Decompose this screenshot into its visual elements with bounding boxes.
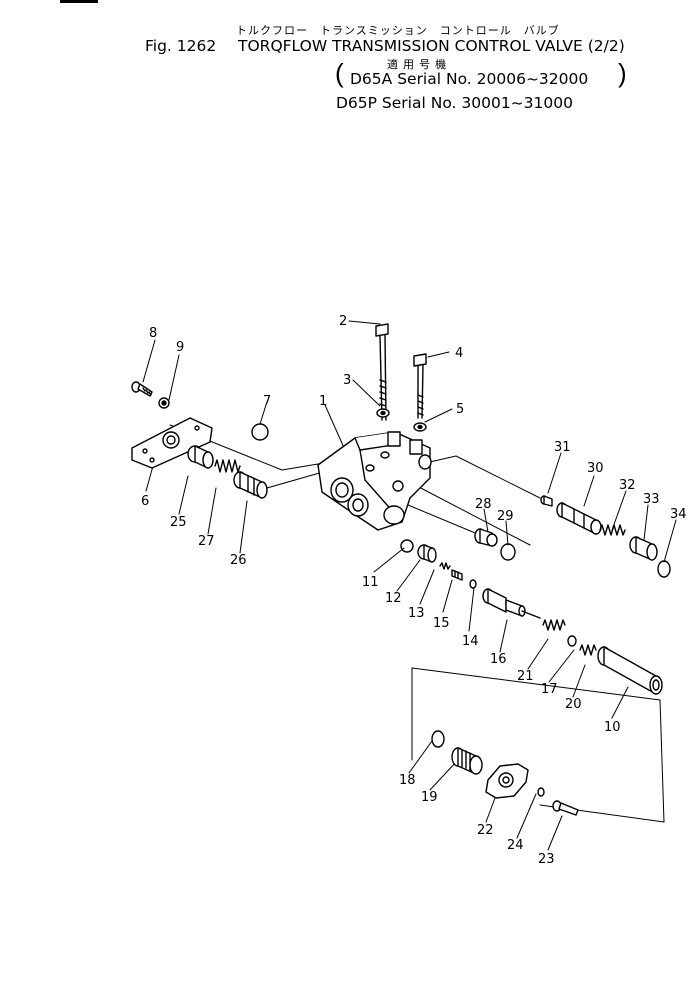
spool-30 [556, 502, 602, 535]
callout-5: 5 [456, 402, 464, 417]
washer-24 [537, 787, 545, 797]
callout-28: 28 [475, 497, 492, 512]
serial-bracket-left: ( [335, 58, 344, 88]
callout-12: 12 [385, 591, 402, 606]
o-ring-18 [431, 730, 445, 748]
seat-17 [567, 635, 577, 647]
callout-15: 15 [433, 616, 450, 631]
callout-26: 26 [230, 553, 247, 568]
callout-3: 3 [343, 373, 351, 388]
callout-10: 10 [604, 720, 621, 735]
callout-20: 20 [565, 697, 582, 712]
serial-line-d65a: D65A Serial No. 20006~32000 [350, 70, 589, 88]
spool-26 [233, 471, 268, 499]
callout-16: 16 [490, 652, 507, 667]
callout-8: 8 [149, 326, 157, 341]
corner-mark [60, 0, 98, 3]
figure-number: Fig. 1262 [145, 37, 217, 55]
callout-17: 17 [541, 682, 558, 697]
sleeve-10 [597, 646, 663, 695]
orifice-31 [540, 495, 553, 507]
bolt-4 [413, 353, 427, 419]
spring-19 [451, 747, 483, 775]
japanese-applicable-models: 適 用 号 機 [387, 59, 448, 71]
spring-20 [579, 644, 597, 656]
callout-32: 32 [619, 478, 636, 493]
bolt-8 [131, 381, 153, 397]
callout-13: 13 [408, 606, 425, 621]
spring-13 [439, 562, 451, 570]
callout-9: 9 [176, 340, 184, 355]
callout-6: 6 [141, 494, 149, 509]
spring-21 [542, 619, 566, 631]
o-ring-29 [500, 543, 516, 561]
o-ring-11 [400, 539, 414, 553]
callout-7: 7 [263, 394, 271, 409]
callout-33: 33 [643, 492, 660, 507]
callout-19: 19 [421, 790, 438, 805]
callout-21: 21 [517, 669, 534, 684]
callout-27: 27 [198, 534, 215, 549]
o-ring-7 [251, 423, 269, 441]
cover-22 [485, 763, 529, 799]
serial-bracket-right: ) [618, 58, 627, 88]
o-ring-34 [657, 560, 671, 578]
seat-14 [469, 579, 477, 589]
callout-29: 29 [497, 509, 514, 524]
callout-11: 11 [362, 575, 379, 590]
callout-31: 31 [554, 440, 571, 455]
plug-25 [187, 445, 214, 469]
callout-4: 4 [455, 346, 463, 361]
callout-labels: 1 2 3 4 5 6 7 8 9 10 11 12 13 14 15 16 1… [141, 314, 687, 867]
japanese-title: トルクフロー トランスミッション コントロール バルブ [236, 25, 560, 37]
bolt-23 [552, 800, 579, 816]
diagram-title: TORQFLOW TRANSMISSION CONTROL VALVE (2/2… [238, 37, 625, 55]
callout-18: 18 [399, 773, 416, 788]
ball-15 [451, 569, 463, 581]
spring-32 [599, 524, 626, 536]
cover-plate-6 [131, 417, 213, 469]
callout-34: 34 [670, 507, 687, 522]
callout-2: 2 [339, 314, 347, 329]
callout-1: 1 [319, 394, 327, 409]
bolt-2 [375, 323, 389, 421]
serial-line-d65p: D65P Serial No. 30001~31000 [336, 94, 573, 112]
callout-22: 22 [477, 823, 494, 838]
leader-lines [142, 320, 677, 851]
callout-14: 14 [462, 634, 479, 649]
callout-30: 30 [587, 461, 604, 476]
valve-16 [482, 588, 541, 619]
callout-23: 23 [538, 852, 555, 867]
spring-27 [214, 459, 241, 473]
callout-24: 24 [507, 838, 524, 853]
callout-25: 25 [170, 515, 187, 530]
plug-28 [474, 528, 498, 547]
valve-body [317, 431, 432, 531]
piston-33 [629, 536, 658, 561]
plug-12 [417, 544, 437, 563]
